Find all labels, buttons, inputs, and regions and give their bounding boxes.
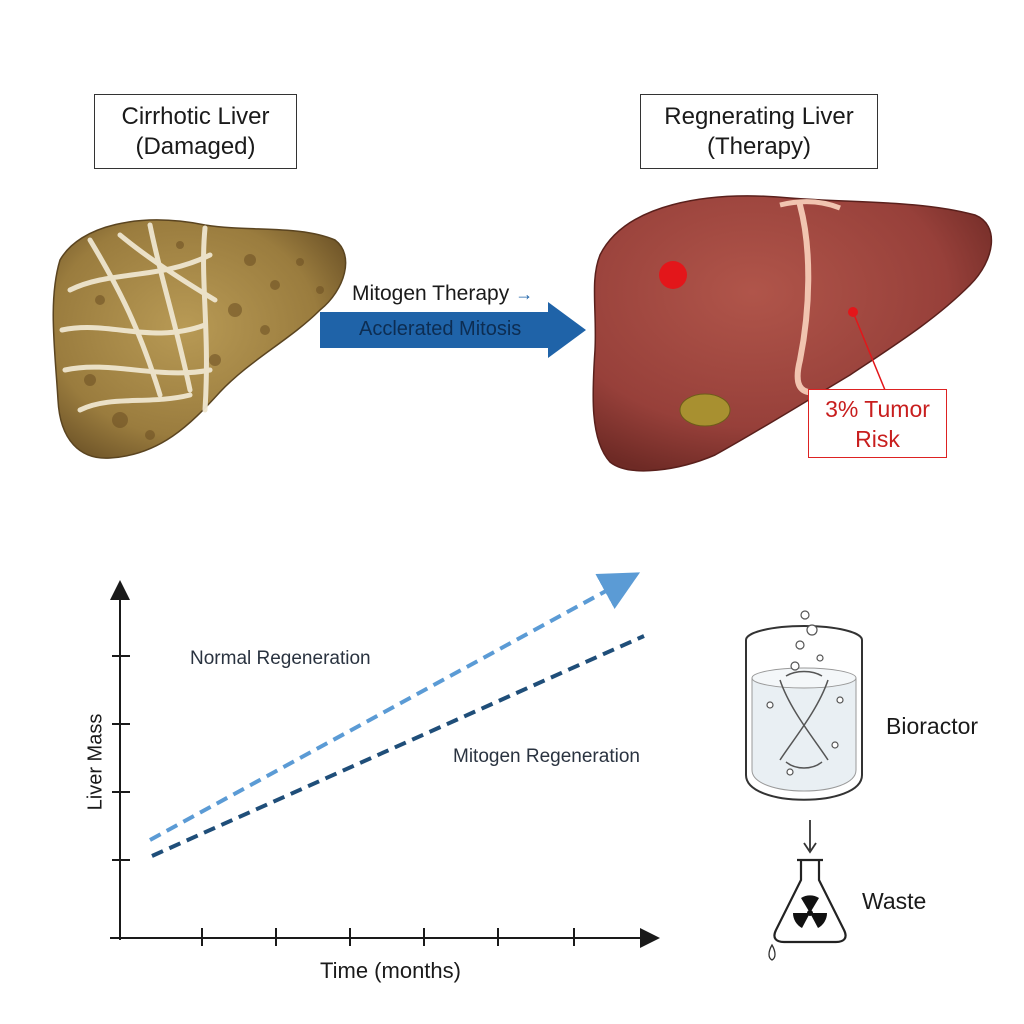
- series-line-normal-regeneration: [149, 572, 641, 842]
- y-axis-label: Liver Mass: [84, 713, 107, 811]
- series-label-normal-regeneration: Normal Regeneration: [190, 648, 371, 669]
- flow-arrow-down: [803, 820, 817, 854]
- y-ticks: [112, 655, 130, 861]
- bioreactor-icon: [745, 610, 863, 801]
- bioreactor-label: Bioractor: [886, 713, 979, 739]
- cirrhotic-liver-icon: [52, 219, 347, 459]
- chart-axes: [110, 580, 660, 948]
- series-label-mitogen-regeneration: Mitogen Regeneration: [453, 746, 640, 767]
- mitosis-label: Acclerated Mitosis: [359, 318, 522, 340]
- regenerating-label-line2: (Therapy): [706, 132, 812, 160]
- cirrhotic-label-line2: (Damaged): [135, 132, 256, 160]
- radioactive-flask-icon: [768, 858, 847, 961]
- regenerating-liver-label: Regnerating Liver (Therapy): [640, 94, 878, 169]
- series-line-mitogen-regeneration: [151, 634, 645, 858]
- risk-line1: 3% Tumor: [825, 395, 930, 422]
- tumor-risk-callout: 3% Tumor Risk: [808, 389, 947, 458]
- risk-line2: Risk: [855, 425, 900, 452]
- cirrhotic-liver-label: Cirrhotic Liver (Damaged): [94, 94, 297, 169]
- cirrhotic-label-line1: Cirrhotic Liver: [121, 102, 270, 130]
- small-arrow-icon: →: [515, 284, 534, 304]
- therapy-label: Mitogen Therapy→: [352, 282, 533, 306]
- x-axis-label: Time (months): [320, 958, 461, 983]
- waste-label: Waste: [862, 888, 927, 914]
- therapy-arrow: [320, 302, 586, 358]
- x-ticks: [201, 928, 575, 946]
- tumor-dot: [659, 261, 687, 289]
- regenerating-label-line1: Regnerating Liver: [664, 102, 854, 130]
- therapy-label-text: Mitogen Therapy: [352, 282, 510, 305]
- healthy-liver-icon: [592, 195, 992, 472]
